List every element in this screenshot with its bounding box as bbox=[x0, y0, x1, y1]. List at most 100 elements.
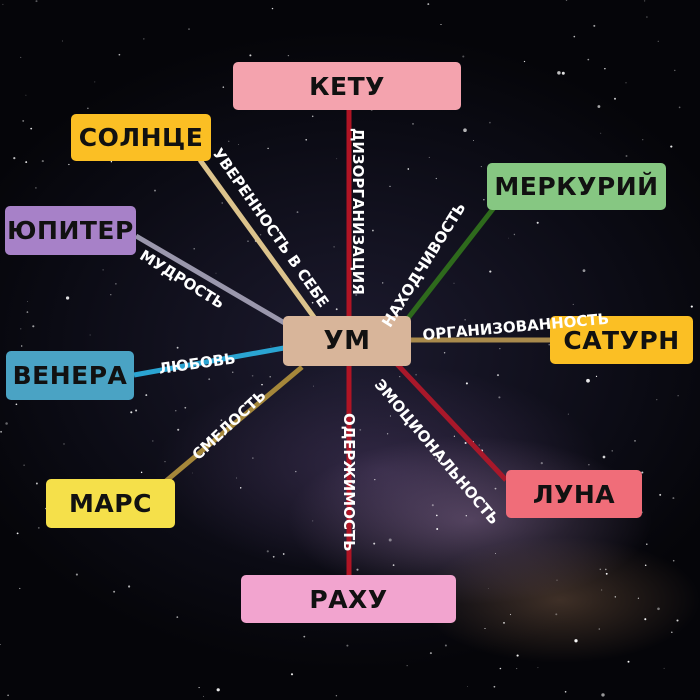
star bbox=[480, 166, 482, 168]
star bbox=[503, 622, 505, 624]
star bbox=[215, 272, 217, 274]
star bbox=[637, 597, 640, 599]
star bbox=[388, 538, 392, 542]
star bbox=[678, 106, 681, 109]
star bbox=[207, 298, 210, 301]
star bbox=[491, 513, 493, 515]
node-rahu: РАХУ bbox=[241, 575, 456, 623]
star bbox=[296, 211, 299, 214]
star bbox=[374, 478, 376, 481]
star bbox=[305, 139, 308, 141]
star bbox=[435, 514, 438, 517]
star bbox=[431, 504, 434, 507]
star bbox=[65, 296, 70, 300]
star bbox=[312, 520, 314, 522]
star bbox=[494, 487, 497, 490]
center-node-mind: УМ bbox=[283, 316, 411, 366]
star bbox=[487, 587, 489, 589]
star bbox=[453, 282, 455, 284]
star bbox=[483, 199, 485, 201]
star bbox=[270, 345, 272, 347]
relation-label-disorganization: ДИЗОРГАНИЗАЦИЯ bbox=[349, 128, 367, 295]
star bbox=[588, 464, 590, 466]
star bbox=[565, 0, 568, 1]
star bbox=[586, 378, 590, 383]
star bbox=[643, 0, 646, 2]
node-moon: ЛУНА bbox=[506, 470, 642, 518]
star bbox=[355, 293, 358, 297]
star bbox=[642, 139, 644, 141]
star bbox=[188, 28, 190, 30]
star bbox=[249, 54, 252, 57]
star bbox=[0, 430, 3, 433]
star bbox=[19, 587, 21, 590]
star bbox=[115, 283, 117, 285]
star bbox=[7, 694, 9, 697]
star bbox=[625, 155, 628, 157]
star bbox=[663, 667, 665, 669]
star bbox=[216, 688, 220, 692]
star bbox=[644, 564, 647, 566]
connector-shukra bbox=[133, 345, 285, 378]
star bbox=[164, 461, 166, 463]
star bbox=[572, 303, 574, 305]
star bbox=[261, 383, 263, 386]
star bbox=[16, 532, 19, 535]
star bbox=[110, 161, 113, 163]
star bbox=[489, 270, 492, 273]
star bbox=[443, 352, 446, 354]
star bbox=[335, 695, 338, 697]
star bbox=[239, 487, 242, 489]
star bbox=[313, 385, 314, 387]
star bbox=[145, 394, 148, 397]
star bbox=[118, 53, 121, 56]
star bbox=[389, 185, 391, 188]
star bbox=[464, 441, 467, 445]
star bbox=[582, 269, 586, 272]
star bbox=[676, 619, 679, 622]
star bbox=[564, 690, 567, 693]
star bbox=[30, 127, 33, 130]
star bbox=[677, 395, 679, 397]
connector-guru bbox=[134, 233, 290, 328]
star bbox=[412, 122, 414, 125]
star bbox=[389, 415, 391, 417]
star bbox=[252, 457, 254, 459]
star bbox=[353, 529, 356, 531]
star bbox=[25, 161, 28, 164]
star bbox=[32, 325, 35, 328]
star bbox=[464, 319, 466, 321]
star bbox=[311, 301, 314, 304]
star bbox=[37, 527, 40, 529]
star bbox=[130, 411, 133, 414]
connector-mangala bbox=[158, 365, 304, 488]
star bbox=[228, 140, 230, 142]
star bbox=[13, 157, 16, 160]
star bbox=[433, 440, 435, 442]
star bbox=[198, 687, 200, 689]
star bbox=[208, 378, 211, 381]
star bbox=[373, 542, 376, 545]
star bbox=[335, 308, 338, 311]
star bbox=[311, 115, 314, 118]
star bbox=[656, 399, 658, 401]
star bbox=[436, 528, 439, 530]
star bbox=[386, 433, 389, 435]
star bbox=[690, 305, 693, 308]
star bbox=[602, 455, 606, 459]
star bbox=[176, 616, 179, 618]
star bbox=[516, 654, 519, 657]
star bbox=[333, 246, 335, 248]
node-mars: МАРС bbox=[46, 479, 175, 528]
star bbox=[113, 590, 116, 593]
star bbox=[356, 568, 359, 571]
star bbox=[440, 23, 442, 26]
star bbox=[346, 644, 349, 647]
star bbox=[35, 482, 38, 485]
star bbox=[605, 572, 608, 575]
star bbox=[573, 35, 576, 38]
star bbox=[435, 177, 437, 180]
star bbox=[135, 409, 138, 412]
star bbox=[462, 55, 465, 58]
